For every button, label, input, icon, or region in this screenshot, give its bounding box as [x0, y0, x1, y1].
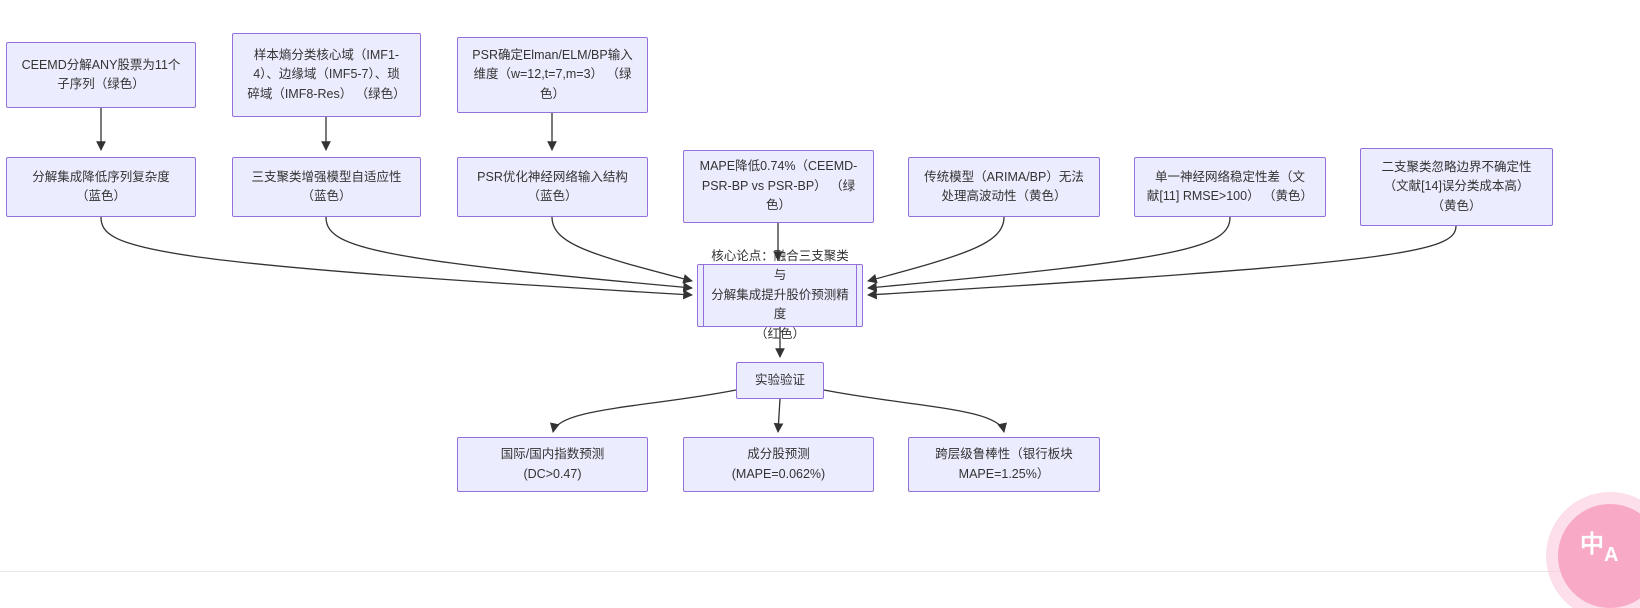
node-constituent-stock-prediction: 成分股预测 (MAPE=0.062%) [683, 437, 874, 492]
node-two-way-clustering-limit: 二支聚类忽略边界不确定性 （文献[14]误分类成本高） （黄色） [1360, 148, 1553, 226]
node-index-prediction: 国际/国内指数预测 (DC>0.47) [457, 437, 648, 492]
edge-decomp-core [100, 216, 693, 300]
edge-singlenn-core [867, 216, 1231, 293]
edge-tradmodel-core [867, 216, 1005, 284]
node-psr-input-dim: PSR确定Elman/ELM/BP输入 维度（w=12,t=7,m=3） （绿 … [457, 37, 648, 113]
node-traditional-model-limit: 传统模型（ARIMA/BP）无法 处理高波动性（黄色） [908, 157, 1100, 217]
node-experiment-validation: 实验验证 [736, 362, 824, 399]
diagram-edges [96, 108, 1457, 433]
page-bottom-edge [0, 571, 1640, 572]
node-three-way-clustering: 三支聚类增强模型自适应性 （蓝色） [232, 157, 421, 217]
translate-zh-glyph: 中 [1580, 531, 1604, 558]
node-psr-optimize: PSR优化神经网络输入结构 （蓝色） [457, 157, 648, 217]
edge-experiment-robust [823, 389, 1007, 433]
node-core-thesis: 核心论点：融合三支聚类与 分解集成提升股价预测精度 （红色） [697, 249, 863, 341]
translate-en-glyph: A [1604, 544, 1619, 566]
node-decomposition-ensemble: 分解集成降低序列复杂度 （蓝色） [6, 157, 196, 217]
edge-threeway-core [325, 216, 693, 293]
edge-experiment-indexpred [550, 389, 737, 433]
node-cross-level-robustness: 跨层级鲁棒性（银行板块 MAPE=1.25%） [908, 437, 1100, 492]
edge-experiment-stockpred [773, 398, 784, 433]
node-single-nn-instability: 单一神经网络稳定性差（文 献[11] RMSE>100） （黄色） [1134, 157, 1326, 217]
edge-twoway-core [867, 225, 1457, 300]
edge-psropt-core [551, 216, 693, 284]
node-ceemd-decompose: CEEMD分解ANY股票为11个 子序列（绿色） [6, 42, 196, 108]
node-mape-reduction: MAPE降低0.74%（CEEMD- PSR-BP vs PSR-BP） （绿 … [683, 150, 874, 223]
node-sample-entropy: 样本熵分类核心域（IMF1- 4）、边缘域（IMF5-7）、琐 碎域（IMF8-… [232, 33, 421, 117]
